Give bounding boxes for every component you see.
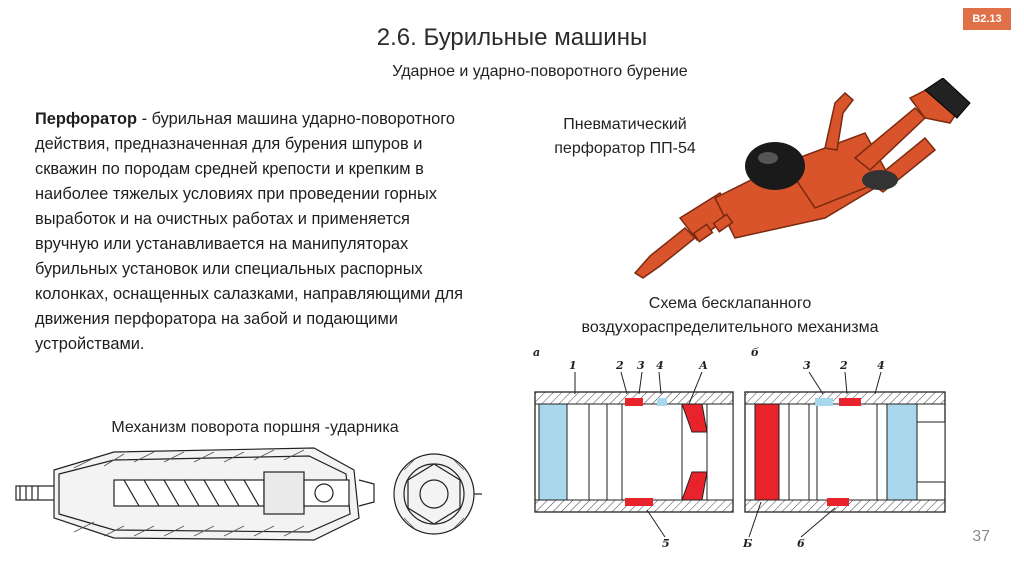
slide-subtitle: Ударное и ударно-поворотного бурение	[392, 63, 688, 80]
definition-text: - бурильная машина ударно-поворотного де…	[35, 110, 463, 353]
pneumatic-drill-image	[633, 78, 971, 279]
scheme-view-b: б 3 2 4 Б 6	[742, 346, 946, 550]
svg-text:2: 2	[839, 359, 848, 372]
slide-title: 2.6. Бурильные машины	[376, 24, 648, 51]
svg-text:4: 4	[656, 359, 664, 372]
photo-caption-line1: Пневматический	[563, 116, 687, 133]
air-distribution-scheme: а 1 2 3 4 А 5 б	[533, 346, 946, 550]
definition-paragraph: Перфоратор - бурильная машина ударно-пов…	[35, 107, 475, 357]
photo-caption: Пневматический перфоратор ПП-54	[520, 113, 730, 161]
rotation-mechanism-drawing	[15, 447, 482, 541]
svg-text:3: 3	[803, 359, 811, 372]
page-number: 37	[972, 528, 990, 545]
scheme-caption-line1: Схема бесклапанного	[648, 295, 812, 312]
slide-code-badge: B2.13	[963, 8, 1011, 30]
photo-caption-line2: перфоратор ПП-54	[554, 140, 696, 157]
scheme-caption-line2: воздухораспределительного механизма	[581, 319, 879, 336]
svg-text:3: 3	[637, 359, 645, 372]
svg-text:5: 5	[662, 537, 670, 550]
definition-term: Перфоратор	[35, 110, 138, 128]
mechanism-caption: Механизм поворота поршня -ударника	[111, 419, 399, 436]
svg-text:Б: Б	[742, 537, 753, 550]
svg-text:1: 1	[569, 359, 577, 372]
svg-text:б: б	[751, 346, 759, 359]
svg-text:А: А	[698, 359, 708, 372]
scheme-view-a: а 1 2 3 4 А 5	[533, 346, 734, 550]
svg-text:6: 6	[797, 537, 805, 550]
svg-text:2: 2	[615, 359, 624, 372]
svg-text:4: 4	[877, 359, 885, 372]
scheme-caption: Схема бесклапанного воздухораспределител…	[520, 292, 940, 340]
svg-text:а: а	[533, 346, 540, 359]
